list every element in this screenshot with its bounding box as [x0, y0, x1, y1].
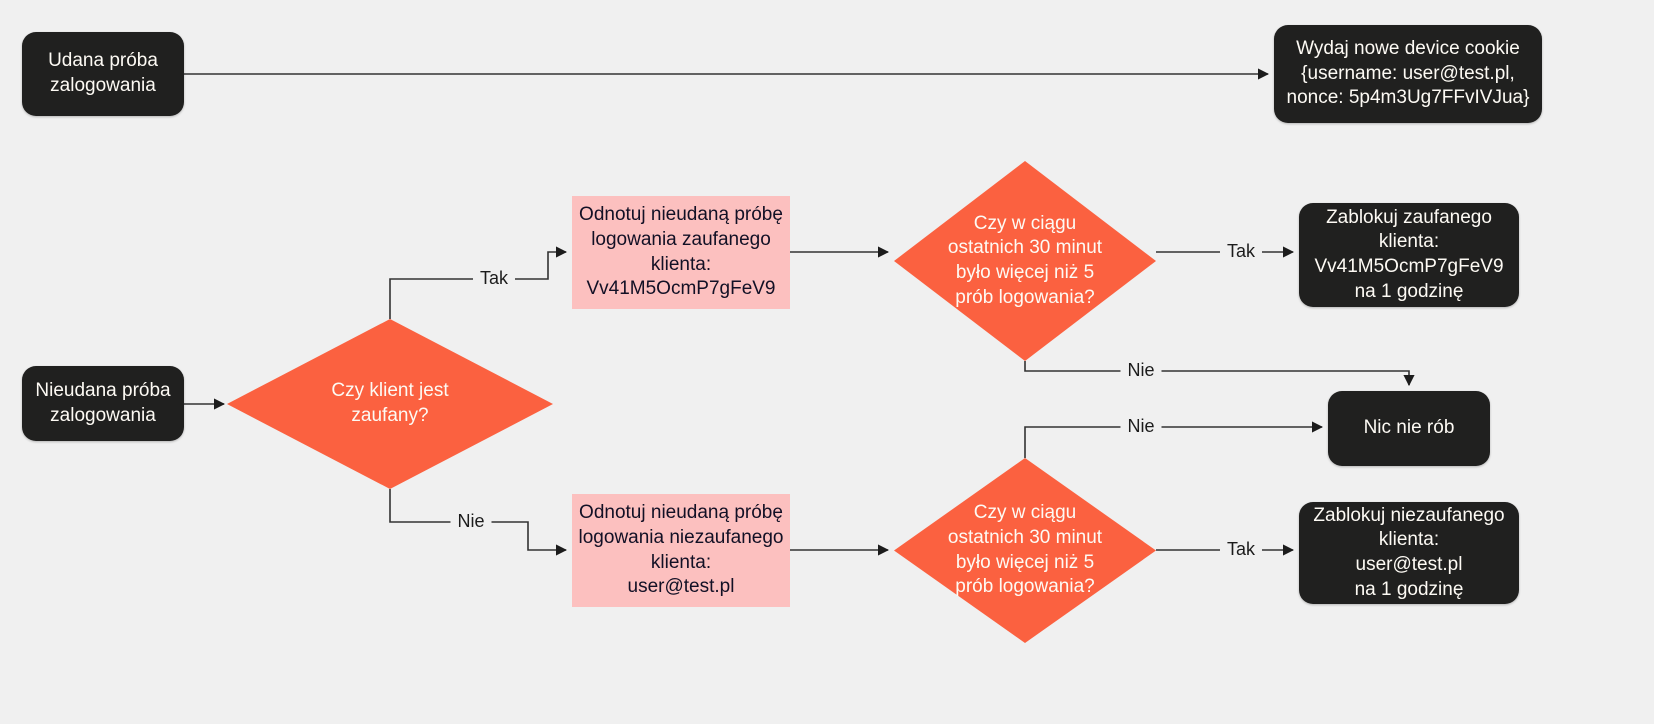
node-label-failed-login: Nieudana próba zalogowania	[35, 379, 171, 426]
edge-label-e-trusted5-yes: Tak	[1219, 241, 1263, 262]
edge-e-trusted5-no	[1024, 361, 1415, 387]
node-is-client-trusted[interactable]: Czy klient jest zaufany?	[227, 319, 553, 489]
node-label-issue-device-cookie: Wydaj nowe device cookie {username: user…	[1286, 37, 1530, 109]
node-block-untrusted[interactable]: Zablokuj niezaufanego klienta: user@test…	[1299, 502, 1519, 604]
edge-label-e-trusted-no: Nie	[450, 511, 492, 532]
node-issue-device-cookie[interactable]: Wydaj nowe device cookie {username: user…	[1274, 25, 1542, 123]
node-label-note-untrusted-failed: Odnotuj nieudaną próbę logowania niezauf…	[578, 502, 784, 598]
node-do-nothing[interactable]: Nic nie rób	[1328, 391, 1490, 466]
node-label-is-client-trusted: Czy klient jest zaufany?	[331, 380, 449, 426]
edge-label-e-trusted-yes: Tak	[472, 268, 516, 289]
node-trusted-more-than-5[interactable]: Czy w ciągu ostatnich 30 minut było więc…	[894, 161, 1156, 361]
edge-label-e-untrusted5-no: Nie	[1120, 416, 1162, 437]
node-label-untrusted-more-than-5: Czy w ciągu ostatnich 30 minut było więc…	[947, 502, 1103, 598]
node-label-block-untrusted: Zablokuj niezaufanego klienta: user@test…	[1313, 504, 1505, 600]
node-block-trusted[interactable]: Zablokuj zaufanego klienta: Vv41M5OcmP7g…	[1299, 203, 1519, 307]
node-label-success-login: Udana próba zalogowania	[48, 50, 158, 96]
node-note-untrusted-failed[interactable]: Odnotuj nieudaną próbę logowania niezauf…	[572, 494, 790, 607]
node-success-login[interactable]: Udana próba zalogowania	[22, 32, 184, 116]
edge-label-e-trusted5-no: Nie	[1120, 360, 1162, 381]
edge-e-untrusted5-no	[1024, 421, 1324, 458]
node-label-trusted-more-than-5: Czy w ciągu ostatnich 30 minut było więc…	[947, 212, 1103, 308]
node-label-note-trusted-failed: Odnotuj nieudaną próbę logowania zaufane…	[579, 204, 783, 300]
node-failed-login[interactable]: Nieudana próba zalogowania	[22, 366, 184, 441]
node-label-block-trusted: Zablokuj zaufanego klienta: Vv41M5OcmP7g…	[1314, 206, 1504, 302]
node-untrusted-more-than-5[interactable]: Czy w ciągu ostatnich 30 minut było więc…	[894, 458, 1156, 643]
edge-label-e-untrusted5-yes: Tak	[1219, 539, 1263, 560]
node-note-trusted-failed[interactable]: Odnotuj nieudaną próbę logowania zaufane…	[572, 196, 790, 309]
node-label-do-nothing: Nic nie rób	[1363, 417, 1455, 439]
